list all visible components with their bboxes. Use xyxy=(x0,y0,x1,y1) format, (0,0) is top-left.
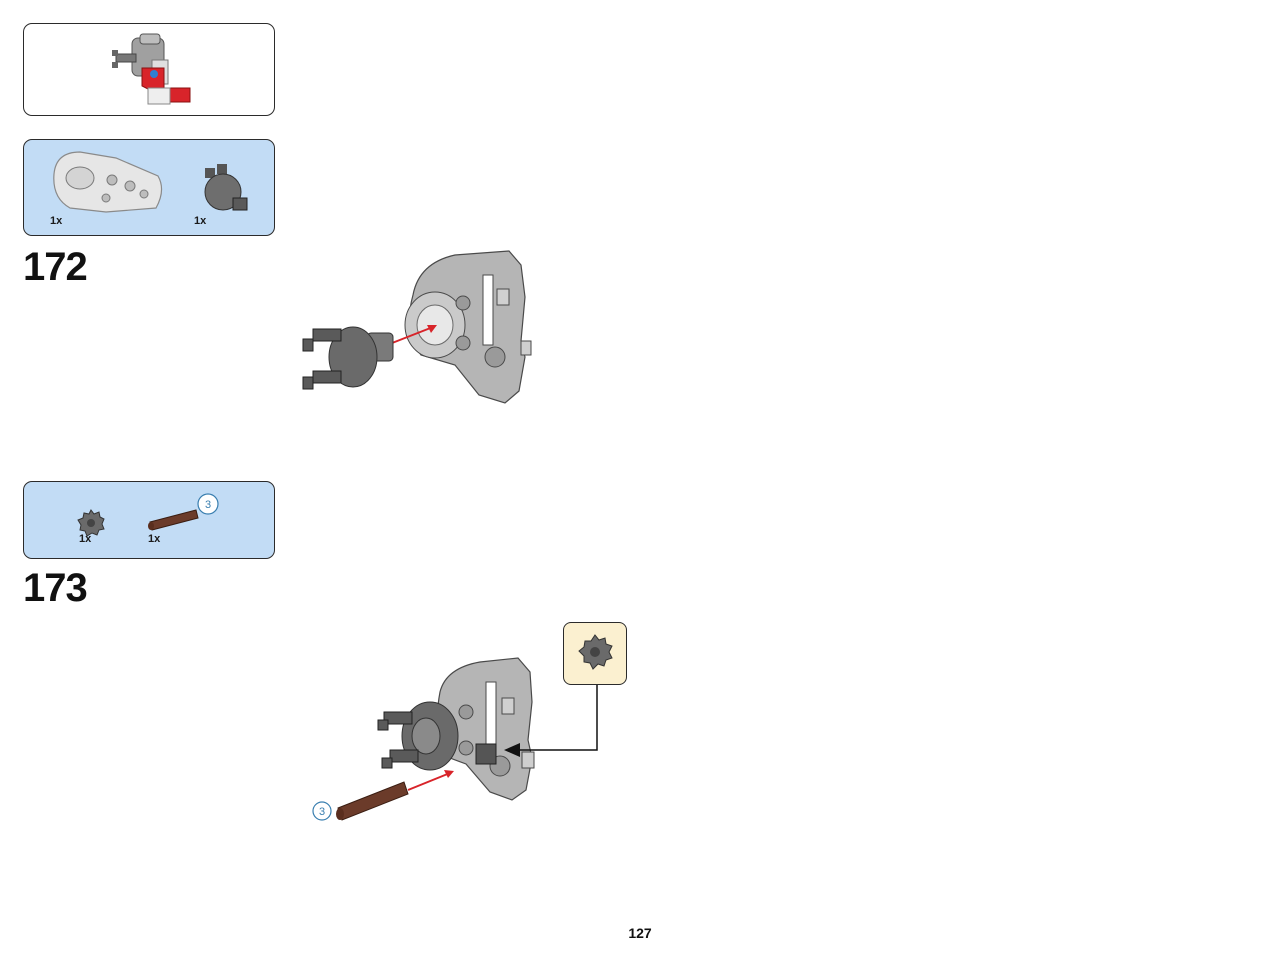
step-number: 173 xyxy=(23,566,88,610)
part-quantity: 1x xyxy=(79,533,92,545)
turntable-hub-part-icon xyxy=(204,164,248,211)
gear-callout-icon xyxy=(578,634,613,670)
part-quantity: 1x xyxy=(50,215,63,227)
frame-panel-part-icon xyxy=(53,151,163,213)
assembly-preview-icon xyxy=(112,33,191,105)
gear-part-icon xyxy=(77,509,105,537)
parts-list-step-172: 1x 1x xyxy=(23,139,275,236)
axle-length-label: 3 xyxy=(205,499,211,511)
part-quantity: 1x xyxy=(148,533,161,545)
step-173-assembly-illustration: 3 xyxy=(312,657,598,821)
axle-length-label: 3 xyxy=(319,806,325,818)
step-172-assembly-illustration xyxy=(302,250,532,404)
assembly-preview-box xyxy=(23,23,275,116)
gear-callout-box xyxy=(563,622,627,685)
page-number: 127 xyxy=(628,925,652,941)
parts-list-step-173: 1x 3 1x xyxy=(23,481,275,559)
part-quantity: 1x xyxy=(194,215,207,227)
axle-part-icon: 3 xyxy=(148,493,219,531)
step-number: 172 xyxy=(23,245,88,289)
